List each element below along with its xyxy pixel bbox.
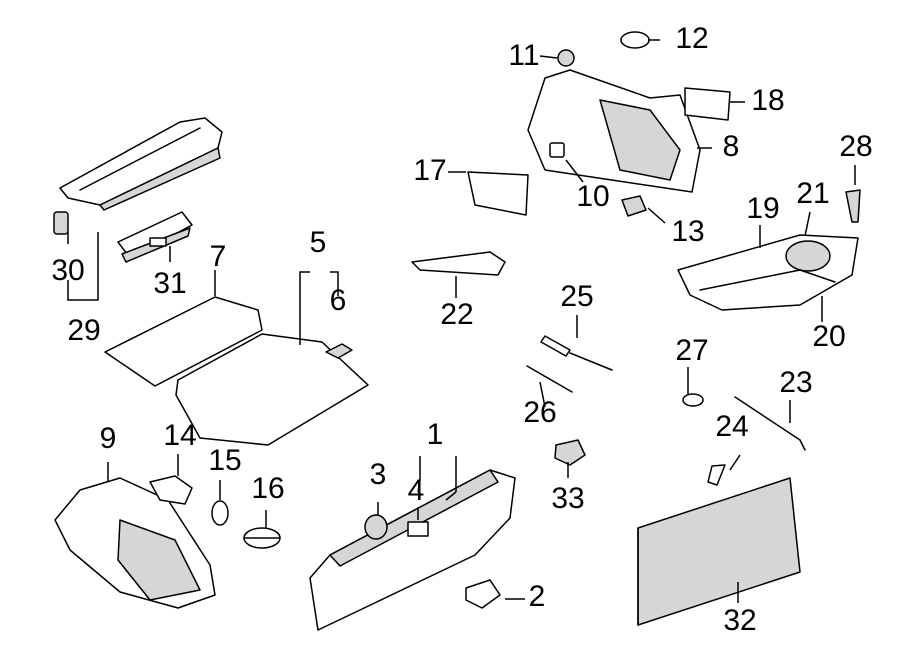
callout-14: 14 [163,419,196,452]
callout-25: 25 [560,280,593,313]
part-12-cover [620,31,650,49]
callout-20: 20 [812,320,845,353]
part-14-retainer [149,475,193,505]
part-19-well-cover [677,234,859,311]
callout-11: 11 [508,39,539,72]
callout-30: 30 [51,254,84,287]
part-33-clip [554,439,586,466]
callout-31: 31 [153,267,186,300]
part-15-grommet [211,500,229,526]
part-2-retainer [465,579,501,609]
part-23-lug-wrench [734,396,806,451]
callout-3: 3 [370,458,387,491]
callout-17: 17 [413,154,446,187]
part-6-clip [325,343,353,359]
part-9-side-trim [54,477,216,609]
part-32-cargo-net [637,477,801,626]
part-11-bolt [557,49,575,67]
part-16-push-pin [243,527,281,549]
part-5-floor-panel [175,333,369,446]
part-10-fastener [549,142,565,158]
callout-33: 33 [551,482,584,515]
callout-15: 15 [208,444,241,477]
part-28-hold-down-bolt [845,189,861,223]
callout-2: 2 [529,580,546,613]
callout-5: 5 [310,226,327,259]
callout-4: 4 [408,474,425,507]
callout-29: 29 [67,314,100,347]
callout-8: 8 [723,130,740,163]
part-13-clip [621,195,647,217]
callout-12: 12 [675,22,708,55]
callout-28: 28 [839,130,872,163]
callout-7: 7 [210,240,227,273]
callout-labels: 1 2 3 4 5 6 7 8 9 10 11 12 13 14 15 16 1… [51,22,872,637]
callout-23: 23 [779,366,812,399]
callout-13: 13 [671,215,704,248]
part-7-floor-mat [104,296,263,387]
part-24-hook [707,464,726,486]
part-29-package-shelf [59,117,223,211]
callout-16: 16 [251,472,284,505]
callout-19: 19 [746,192,779,225]
part-1-sill-plate [309,469,516,631]
part-4-latch [407,521,429,537]
callout-18: 18 [751,84,784,117]
callout-10: 10 [576,180,609,213]
leader-lines [67,39,856,603]
part-18-pad [684,87,731,121]
part-25-screwdriver [540,335,613,371]
part-22-jack [411,251,506,276]
part-30-clip [53,211,69,235]
part-3-grommet [364,514,388,540]
callout-21: 21 [796,177,829,210]
callout-6: 6 [330,284,347,317]
callout-24: 24 [715,410,748,443]
callout-32: 32 [723,604,756,637]
callout-26: 26 [523,396,556,429]
part-31-bracket [117,211,193,263]
part-27-towing-eye [682,393,704,407]
callout-27: 27 [675,334,708,367]
callout-1: 1 [427,418,444,451]
part-17-panel [467,171,529,216]
part-26-wrench [526,365,573,393]
callout-9: 9 [100,422,117,455]
part-8-side-trim [527,69,701,193]
callout-22: 22 [440,298,473,331]
